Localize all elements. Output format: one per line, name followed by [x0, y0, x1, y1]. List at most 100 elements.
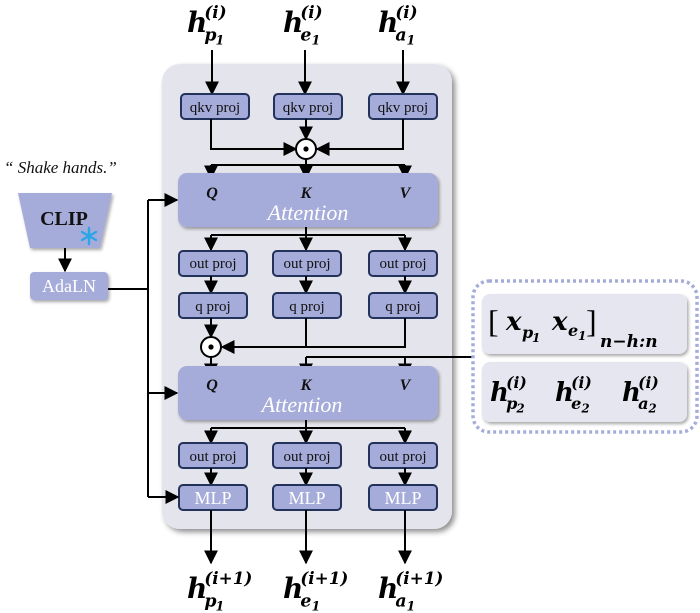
symbol-superscript: (i) [300, 2, 322, 22]
mlp-e: MLP [272, 484, 342, 511]
symbol-superscript: (i) [571, 373, 592, 392]
symbol-subsubscript: 1 [407, 33, 416, 48]
q-proj-p: q proj [178, 292, 248, 319]
out-proj-label: out proj [283, 256, 330, 272]
adaln-label: AdaLN [42, 276, 96, 296]
history-x-person-subsub: 1 [532, 331, 540, 345]
history-x-person: x [505, 307, 522, 337]
qkv-proj-label: qkv proj [283, 100, 333, 116]
symbol-subscript: a [638, 394, 648, 413]
mlp-label: MLP [384, 488, 421, 508]
symbol-base: h [187, 572, 207, 605]
symbol-superscript: (i) [204, 2, 226, 22]
clip-encoder: CLIP [18, 193, 112, 248]
qkv-proj-p: qkv proj [180, 93, 250, 120]
symbol-superscript: (i) [506, 373, 527, 392]
q-proj-label: q proj [289, 299, 324, 315]
key-label: K [300, 377, 313, 394]
out-proj-label: out proj [379, 256, 426, 272]
out-proj-1-p: out proj [178, 250, 248, 277]
hadamard-product-icon [295, 138, 317, 160]
mlp-p: MLP [178, 484, 248, 511]
qkv-proj-label: qkv proj [190, 100, 240, 116]
context-group-border [471, 279, 699, 434]
out-proj-label: out proj [189, 256, 236, 272]
symbol-base: h [378, 572, 398, 605]
history-x-person-sub: p [522, 323, 533, 342]
symbol-subsubscript: 2 [648, 402, 657, 416]
connector-qkv-p-to-hadamard [210, 119, 298, 156]
snowflake-icon [80, 226, 98, 246]
connector-qproj-e-drop [220, 318, 307, 354]
symbol-superscript: (i) [395, 2, 417, 22]
q-proj-label: q proj [385, 299, 420, 315]
symbol-base: h [555, 378, 574, 408]
history-x-entity: x [551, 307, 568, 337]
query-label: Q [206, 377, 218, 394]
out-proj-label: out proj [379, 449, 426, 465]
symbol-subscript: e [571, 394, 581, 413]
out-proj-1-e: out proj [272, 250, 342, 277]
symbol-subscript: a [395, 25, 406, 45]
q-proj-a: q proj [368, 292, 438, 319]
adaln-block: AdaLN [30, 272, 108, 300]
symbol-subsubscript: 1 [312, 599, 321, 613]
symbol-subscript: p [506, 394, 518, 413]
symbol-subsubscript: 1 [407, 599, 416, 613]
q-proj-label: q proj [195, 299, 230, 315]
self-attention-block: Q K V Attention [178, 173, 438, 227]
symbol-base: h [187, 6, 207, 39]
key-label: K [300, 185, 313, 202]
connector-qkv-a-to-hadamard [315, 119, 404, 156]
symbol-superscript: (i+1) [395, 568, 443, 588]
qkv-proj-label: qkv proj [378, 100, 428, 116]
symbol-base: h [378, 6, 398, 39]
symbol-subscript: e [300, 25, 311, 45]
symbol-superscript: (i+1) [204, 568, 252, 588]
close-bracket: ] [586, 303, 597, 339]
clip-label: CLIP [40, 208, 88, 230]
attention-label: Attention [266, 200, 349, 225]
symbol-subsubscript: 1 [216, 599, 225, 613]
symbol-subsubscript: 2 [581, 402, 590, 416]
connector-qproj-e-a-to-hadamard2 [306, 318, 406, 348]
qkv-proj-e: qkv proj [273, 93, 343, 120]
out-proj-2-a: out proj [368, 442, 438, 469]
value-label: V [400, 377, 412, 394]
symbol-base: h [490, 378, 509, 408]
symbol-subscript: e [300, 591, 311, 611]
out-proj-1-a: out proj [368, 250, 438, 277]
symbol-superscript: (i+1) [300, 568, 348, 588]
symbol-subsubscript: 1 [216, 33, 225, 48]
history-x-entity-subsub: 1 [578, 329, 586, 343]
hadamard-product-icon [200, 336, 222, 358]
symbol-subsubscript: 1 [312, 33, 321, 48]
out-proj-label: out proj [189, 449, 236, 465]
symbol-base: h [622, 378, 641, 408]
symbol-subscript: a [395, 591, 406, 611]
symbol-subscript: p [204, 591, 216, 611]
out-proj-2-e: out proj [272, 442, 342, 469]
open-bracket: [ [488, 303, 499, 339]
symbol-base: h [283, 572, 303, 605]
out-proj-label: out proj [283, 449, 330, 465]
symbol-subscript: p [204, 25, 216, 45]
mlp-a: MLP [368, 484, 438, 511]
query-label: Q [206, 185, 218, 202]
q-proj-e: q proj [272, 292, 342, 319]
value-label: V [400, 185, 412, 202]
symbol-superscript: (i) [638, 373, 659, 392]
cross-attention-block: Q K V Attention [178, 366, 438, 420]
out-proj-2-p: out proj [178, 442, 248, 469]
